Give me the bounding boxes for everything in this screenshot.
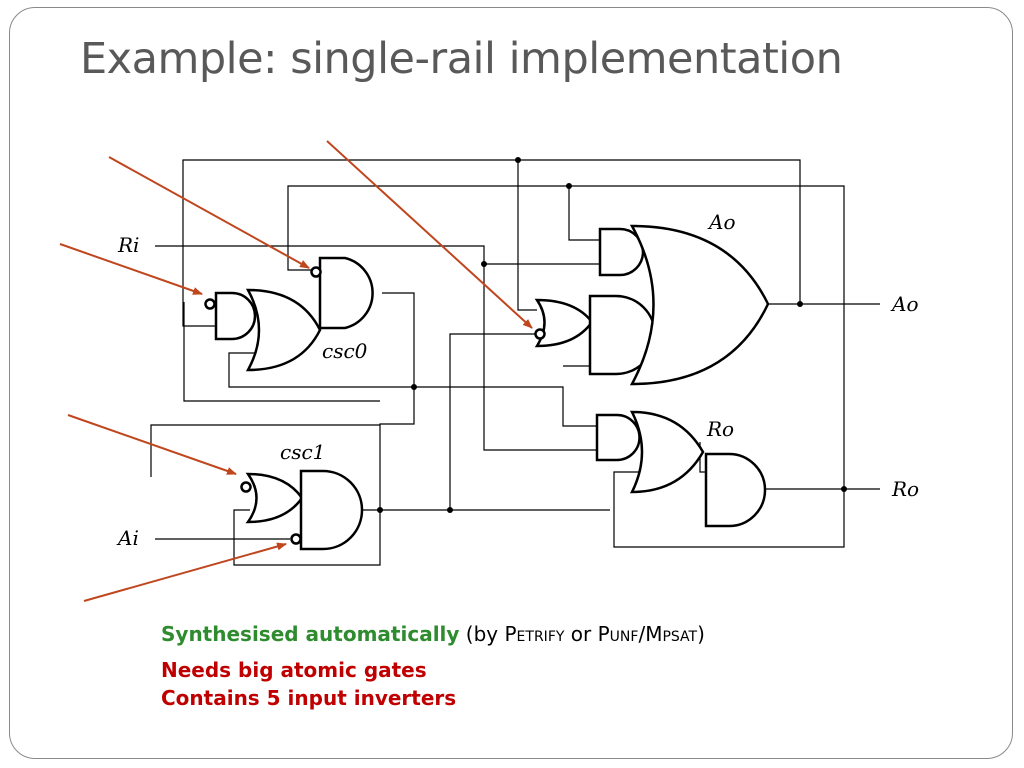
and-gate-csc1: [299, 469, 364, 551]
arrow-to-bubble-4: [67, 414, 237, 475]
gate-label-ro: Ro: [706, 417, 734, 441]
inverter-bubble-5: [290, 533, 302, 545]
note-or: or: [564, 622, 598, 646]
inverter-bubble-4: [240, 481, 252, 493]
and-gate-g5: [598, 227, 645, 277]
and-gate-csc0: [318, 256, 374, 330]
note-slash: /: [638, 622, 646, 646]
arrow-to-bubble-3: [326, 140, 533, 329]
note-big-atomic-gates: Needs big atomic gates: [161, 658, 427, 682]
note-input-inverters: Contains 5 input inverters: [161, 686, 457, 710]
input-label-ri: Ri: [117, 233, 139, 257]
note-synthesised-automatically: Synthesised automatically: [161, 622, 460, 646]
note-by: (by: [459, 622, 505, 646]
arrow-to-bubble-5: [83, 542, 287, 602]
note-punf: Punf: [597, 622, 639, 646]
or-gate-g4: [534, 298, 594, 348]
inverter-bubble-3: [534, 328, 546, 340]
gates: [204, 224, 770, 551]
input-label-ai: Ai: [116, 526, 139, 550]
and-gate-g9: [595, 413, 641, 462]
note-close: ): [697, 622, 705, 646]
junction-dots: [377, 157, 847, 513]
slide-title: Example: single-rail implementation: [80, 34, 843, 84]
note-petrify: Petrify: [504, 622, 565, 646]
and-gate-ro: [704, 452, 767, 528]
output-label-ao: Ao: [890, 292, 918, 316]
arrow-to-bubble-1: [59, 243, 203, 295]
slide-frame: [9, 7, 1013, 759]
arrow-to-bubble-2: [108, 156, 310, 269]
gate-label-csc0: csc0: [322, 339, 368, 363]
gate-label-ao: Ao: [707, 210, 735, 234]
output-label-ro: Ro: [891, 477, 919, 501]
or-gate-g8: [629, 410, 705, 494]
or-gate-ao: [629, 224, 770, 386]
inverter-bubble-2: [310, 266, 322, 278]
note-line-synthesised: Synthesised automatically (by Petrify or…: [161, 622, 705, 646]
wires: [150, 159, 880, 566]
and-gate-g1: [214, 291, 257, 341]
gate-label-csc1: csc1: [280, 440, 325, 464]
notes: Synthesised automatically (by Petrify or…: [161, 622, 705, 710]
inverter-bubble-1: [204, 298, 216, 310]
annotation-arrows: [59, 140, 533, 602]
or-gate-g11: [245, 472, 304, 524]
note-mpsat: Mpsat: [645, 622, 698, 646]
or-gate-g2: [245, 288, 322, 372]
